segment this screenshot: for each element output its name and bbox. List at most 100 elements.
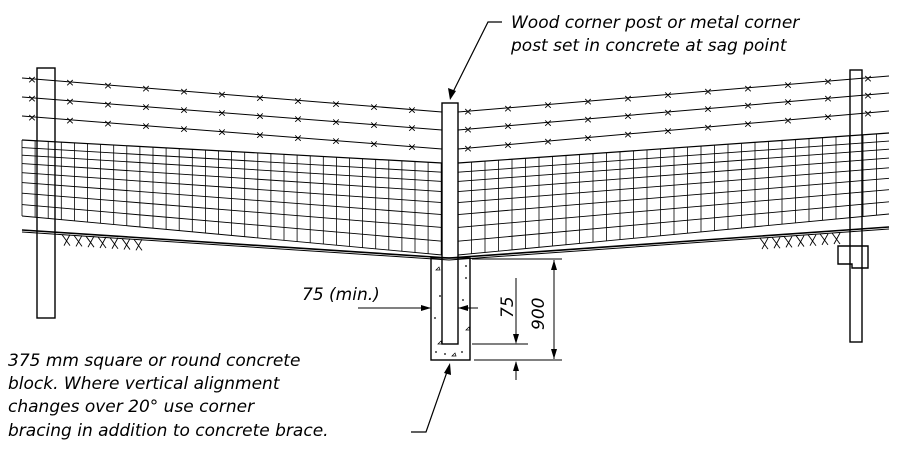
left-line-post [36,67,56,319]
barb-marker: × [65,95,74,108]
embed-depth-dimension [472,258,562,359]
barb-marker: × [823,110,832,123]
hatch-stroke [63,234,71,246]
barbed-wire-strand [21,96,443,131]
barb-marker: × [331,135,340,148]
barb-marker: × [463,105,472,118]
barb-marker: × [65,114,74,127]
barb-marker: × [179,123,188,136]
side-clearance-dimension [358,305,478,311]
barb-marker: × [179,104,188,117]
barb-marker: × [783,96,792,109]
hatch-stroke [773,237,781,249]
mesh-horizontal-wire [457,157,890,192]
barb-marker: × [503,102,512,115]
barb-marker: × [663,88,672,101]
barb-marker: × [331,116,340,129]
barb-marker: × [255,91,264,104]
hatch-stroke [123,238,131,250]
barb-marker: × [743,99,752,112]
barbed-wire-strand [21,115,443,150]
embed-depth-label: 900 [529,298,549,330]
barb-marker: × [543,135,552,148]
mesh-horizontal-wire [457,213,890,256]
barb-marker: × [27,92,36,105]
side-clearance-label: 75 (min.) [302,285,380,305]
hatch-stroke [795,235,805,247]
hatch-stroke [109,237,119,250]
hatch-stroke [759,237,769,250]
concrete-aggregate [451,352,457,357]
barb-marker: × [293,94,302,107]
mesh-horizontal-wire [21,182,443,215]
bottom-clearance-dimension [472,278,562,380]
mesh-horizontal-wire [457,201,890,242]
ground-hatching [61,232,841,251]
barbed-wire-strand [457,75,890,113]
barb-marker: × [463,123,472,136]
barb-marker: × [543,98,552,111]
concrete-aggregate [435,351,437,353]
mesh-horizontal-wire [457,177,890,215]
barb-marker: × [703,85,712,98]
barb-marker: × [407,104,416,117]
hatch-stroke [819,233,829,246]
barb-marker: × [293,113,302,126]
barb-marker: × [863,72,872,85]
corner-post [441,102,459,345]
barb-marker: × [103,79,112,92]
hatch-stroke [75,235,83,247]
barb-marker: × [65,76,74,89]
barb-marker: × [823,75,832,88]
hatch-stroke [97,236,107,249]
barb-marker: × [217,107,226,120]
barb-marker: × [179,85,188,98]
barb-marker: × [663,124,672,137]
hatch-stroke [785,236,793,248]
barb-marker: × [863,107,872,120]
barb-marker: × [783,114,792,127]
hatch-stroke [135,239,143,251]
barb-marker: × [583,132,592,145]
hatch-stroke [73,235,83,247]
concrete-aggregate [444,353,446,355]
hatch-stroke [821,233,829,246]
hatch-stroke [783,236,793,248]
barb-marker: × [463,142,472,155]
hatch-stroke [797,235,805,247]
mesh-horizontal-wire [21,215,443,256]
barb-marker: × [27,111,36,124]
barbed-wire-strands: × × × × × × × × × × × × × × × × × × × × × × × × × × × × × × × × × × × × × × × ×… [21,72,890,155]
mesh-horizontal-wire [457,140,890,173]
barb-marker: × [623,128,632,141]
hatch-stroke [99,236,107,249]
barb-marker: × [255,129,264,142]
barb-marker: × [141,82,150,95]
barb-marker: × [583,95,592,108]
hatch-stroke [61,234,71,246]
mesh-horizontal-wire [21,147,443,173]
barb-marker: × [623,92,632,105]
concrete-aggregate [461,351,463,353]
concrete-aggregate [434,317,436,319]
mesh-horizontal-wire [21,204,443,242]
mesh-horizontal-wire [457,189,890,228]
barb-marker: × [703,103,712,116]
corner-post-callout-line1: Wood corner post or metal corner [511,13,800,33]
barb-marker: × [583,113,592,126]
concrete-aggregate [465,277,467,279]
concrete-block [430,257,471,361]
barb-marker: × [293,132,302,145]
hatch-stroke [809,234,817,246]
concrete-stipple [434,265,471,357]
hatch-stroke [87,235,95,248]
mesh-horizontal-wire [21,163,443,192]
barb-marker: × [743,82,752,95]
hatch-stroke [833,232,841,245]
mesh-horizontal-wire [21,192,443,228]
barb-marker: × [369,138,378,151]
corner-post-callout-line2: post set in concrete at sag point [510,36,788,56]
barb-marker: × [823,92,832,105]
barb-marker: × [369,119,378,132]
